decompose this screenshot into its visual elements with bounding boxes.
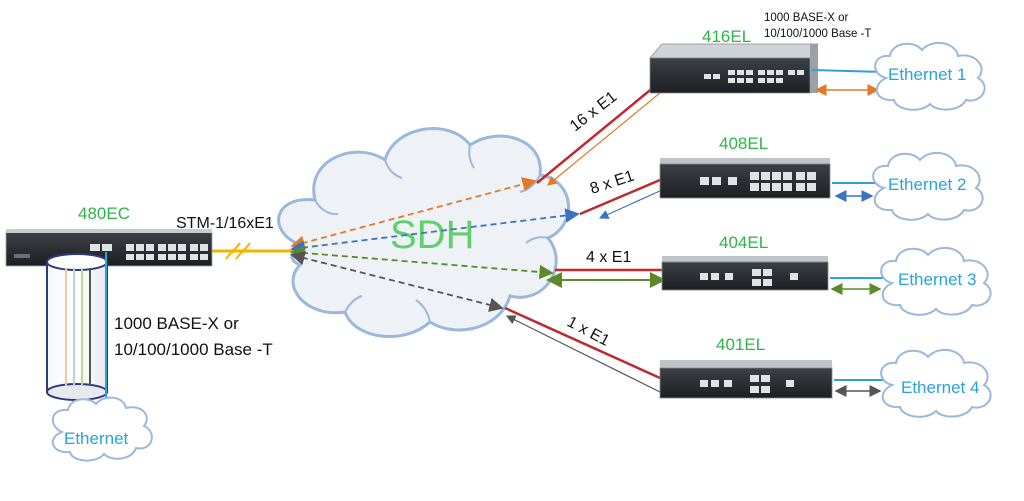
stm-link-label: STM-1/16xE1 — [176, 215, 274, 232]
e1-link-401el — [504, 306, 661, 393]
ethernet-cloud-central — [51, 396, 153, 462]
e1-label-416el: 16 x E1 — [567, 88, 620, 135]
lan-link-416el — [811, 69, 885, 73]
ethernet-cloud-4 — [880, 348, 992, 418]
device-404el — [661, 256, 829, 291]
e1-link-416el — [536, 81, 667, 186]
ethernet-label-2: Ethernet 2 — [888, 175, 966, 194]
device-408el — [659, 158, 831, 199]
top-note-line1: 1000 BASE-X or — [764, 12, 849, 24]
ethernet-cloud-1 — [874, 41, 986, 111]
central-interface-line1: 1000 BASE-X or — [114, 314, 239, 333]
top-note-line2: 10/100/1000 Base -T — [764, 28, 871, 40]
central-interface-line2: 10/100/1000 Base -T — [114, 340, 273, 359]
ethernet-cloud-3 — [880, 246, 992, 316]
ethernet-label-central: Ethernet — [64, 429, 129, 448]
e1-link-404el — [546, 268, 666, 288]
ethernet-label-1: Ethernet 1 — [888, 65, 966, 84]
path-to-401el — [290, 251, 504, 312]
device-401el — [659, 360, 833, 399]
device-480ec — [5, 229, 213, 267]
ethernet-cloud-2 — [872, 151, 984, 221]
device-name-416el: 416EL — [702, 27, 751, 46]
device-name-408el: 408EL — [719, 134, 768, 153]
interface-cylinder — [46, 253, 108, 401]
e1-link-408el — [579, 178, 663, 219]
device-416el — [649, 43, 819, 94]
ethernet-label-4: Ethernet 4 — [901, 378, 979, 397]
e1-label-404el: 4 x E1 — [586, 249, 631, 266]
device-name-404el: 404EL — [719, 233, 768, 252]
device-name-480ec: 480EC — [78, 204, 130, 223]
device-name-401el: 401EL — [716, 335, 765, 354]
ethernet-label-3: Ethernet 3 — [898, 270, 976, 289]
stm-link — [212, 242, 292, 260]
path-to-408el — [290, 208, 580, 255]
